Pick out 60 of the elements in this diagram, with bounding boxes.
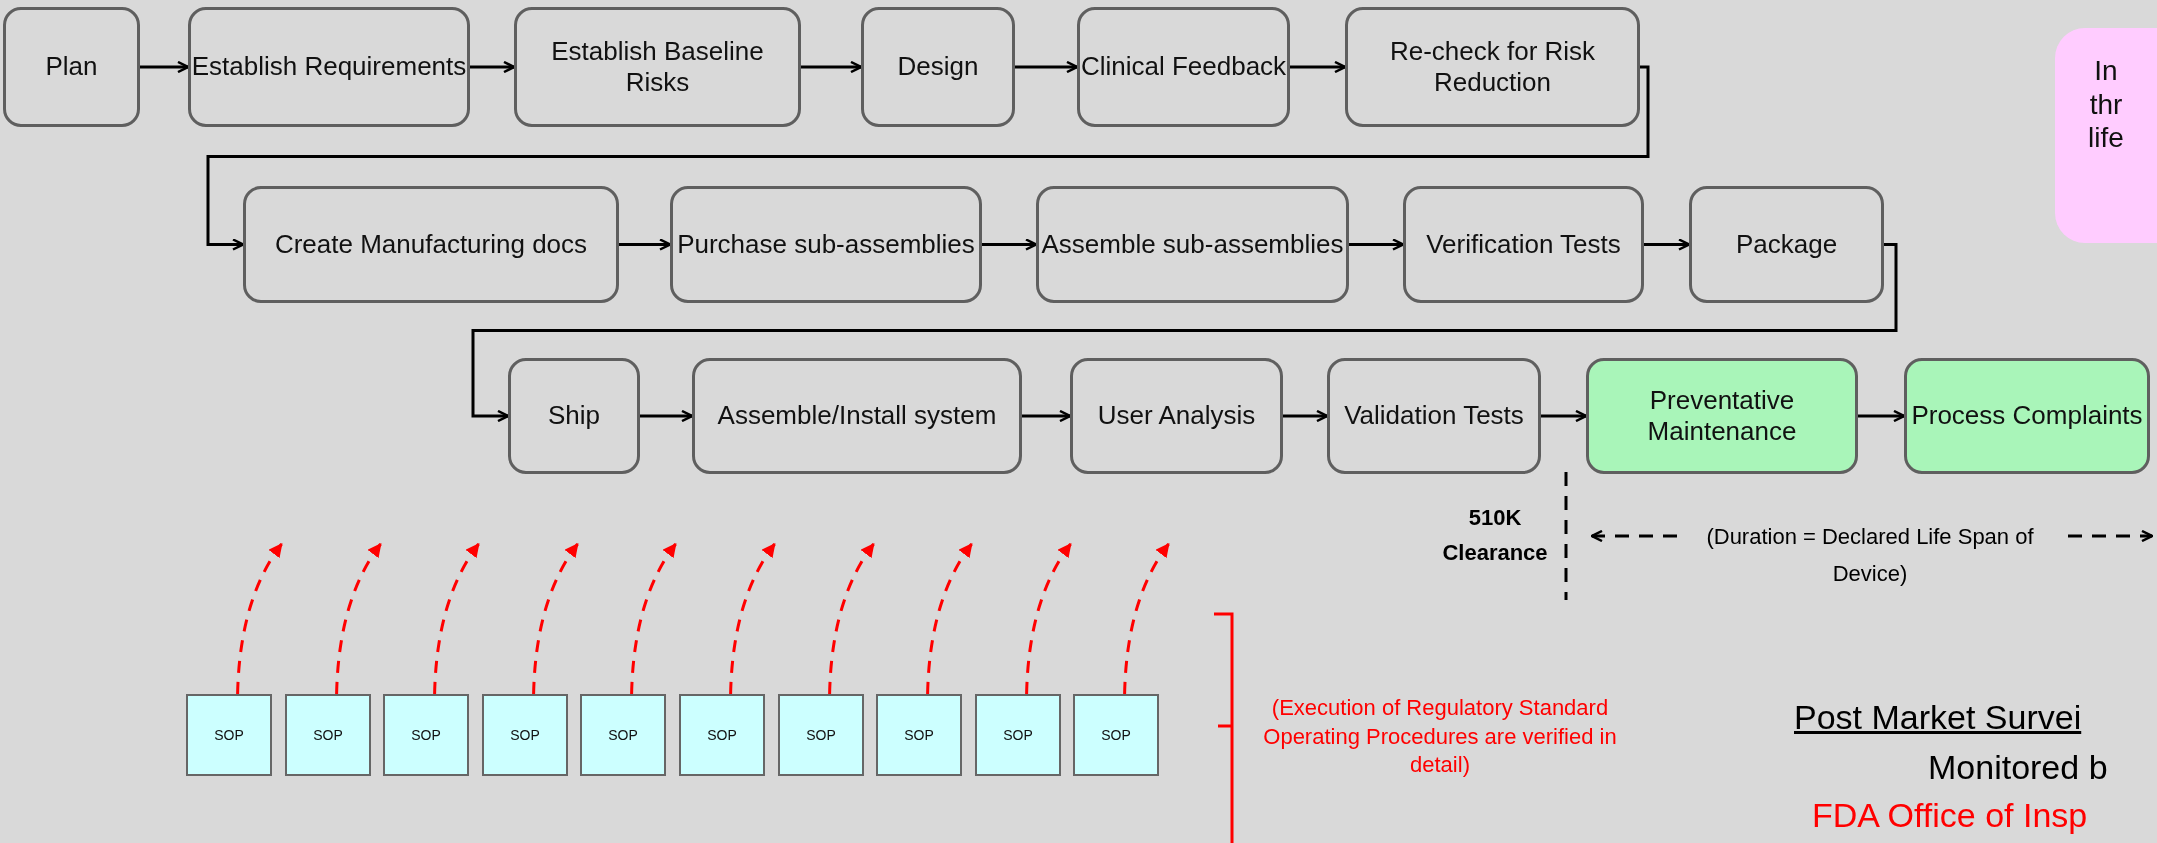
heading-text: Post Market Survei [1794,698,2083,737]
dashed-arrow [433,542,480,695]
duration-label: (Duration = Declared Life Span of Device) [1705,523,2035,589]
sop-box: SOP [975,694,1061,776]
sop-box: SOP [285,694,371,776]
dashed-arrow [1123,542,1170,695]
sop-box: SOP [1073,694,1159,776]
process-box: Re-check for Risk Reduction [1345,7,1640,127]
process-box: Establish Requirements [188,7,470,127]
arrow [1858,409,1906,423]
dashed-arrow [532,542,579,695]
process-box: Establish Baseline Risks [514,7,801,127]
note-text: (Execution of Regulatory Standard Operating Procedures are verified in detail) [1262,694,1618,780]
arrow [982,238,1038,251]
sop-box: SOP [580,694,666,776]
process-box: Create Manufacturing docs [243,186,619,303]
arrow [640,409,694,423]
sop-box: SOP [383,694,469,776]
arrow [1283,409,1329,423]
sop-box: SOP [778,694,864,776]
heading-text: Monitored b [1928,748,2109,787]
dashed-arrow [729,542,776,695]
process-box: Package [1689,186,1884,303]
note-box: In thr life [2055,28,2157,243]
dashed-arrow [236,542,283,695]
process-box: Preventative Maintenance [1586,358,1858,474]
process-box: Design [861,7,1015,127]
dashed-arrow [630,542,677,695]
arrow [140,60,190,74]
sop-box: SOP [679,694,765,776]
process-box: Plan [3,7,140,127]
process-box: User Analysis [1070,358,1283,474]
arrow [1644,238,1691,251]
arrow [619,238,672,251]
arrow [1541,409,1588,423]
arrow [1349,238,1405,251]
dashed-arrow [926,542,973,695]
arrow [1015,60,1079,74]
agency-text: FDA Office of Insp [1812,796,2089,835]
process-box: Process Complaints [1904,358,2150,474]
sop-box: SOP [186,694,272,776]
arrow [1290,60,1347,74]
process-box: Ship [508,358,640,474]
process-box: Clinical Feedback [1077,7,1290,127]
arrow [801,60,863,74]
arrow [206,65,1650,251]
dashed-arrow [335,542,382,695]
process-box: Purchase sub-assemblies [670,186,982,303]
dashed-arrow [1025,542,1072,695]
process-box: Verification Tests [1403,186,1644,303]
arrow [1022,409,1072,423]
arrow [471,243,1898,423]
arrow [470,60,516,74]
clearance-label: 510K Clearance [1441,504,1549,568]
process-box: Validation Tests [1327,358,1541,474]
process-box: Assemble/Install system [692,358,1022,474]
dashed-arrow [828,542,875,695]
sop-box: SOP [482,694,568,776]
process-box: Assemble sub-assemblies [1036,186,1349,303]
sop-box: SOP [876,694,962,776]
